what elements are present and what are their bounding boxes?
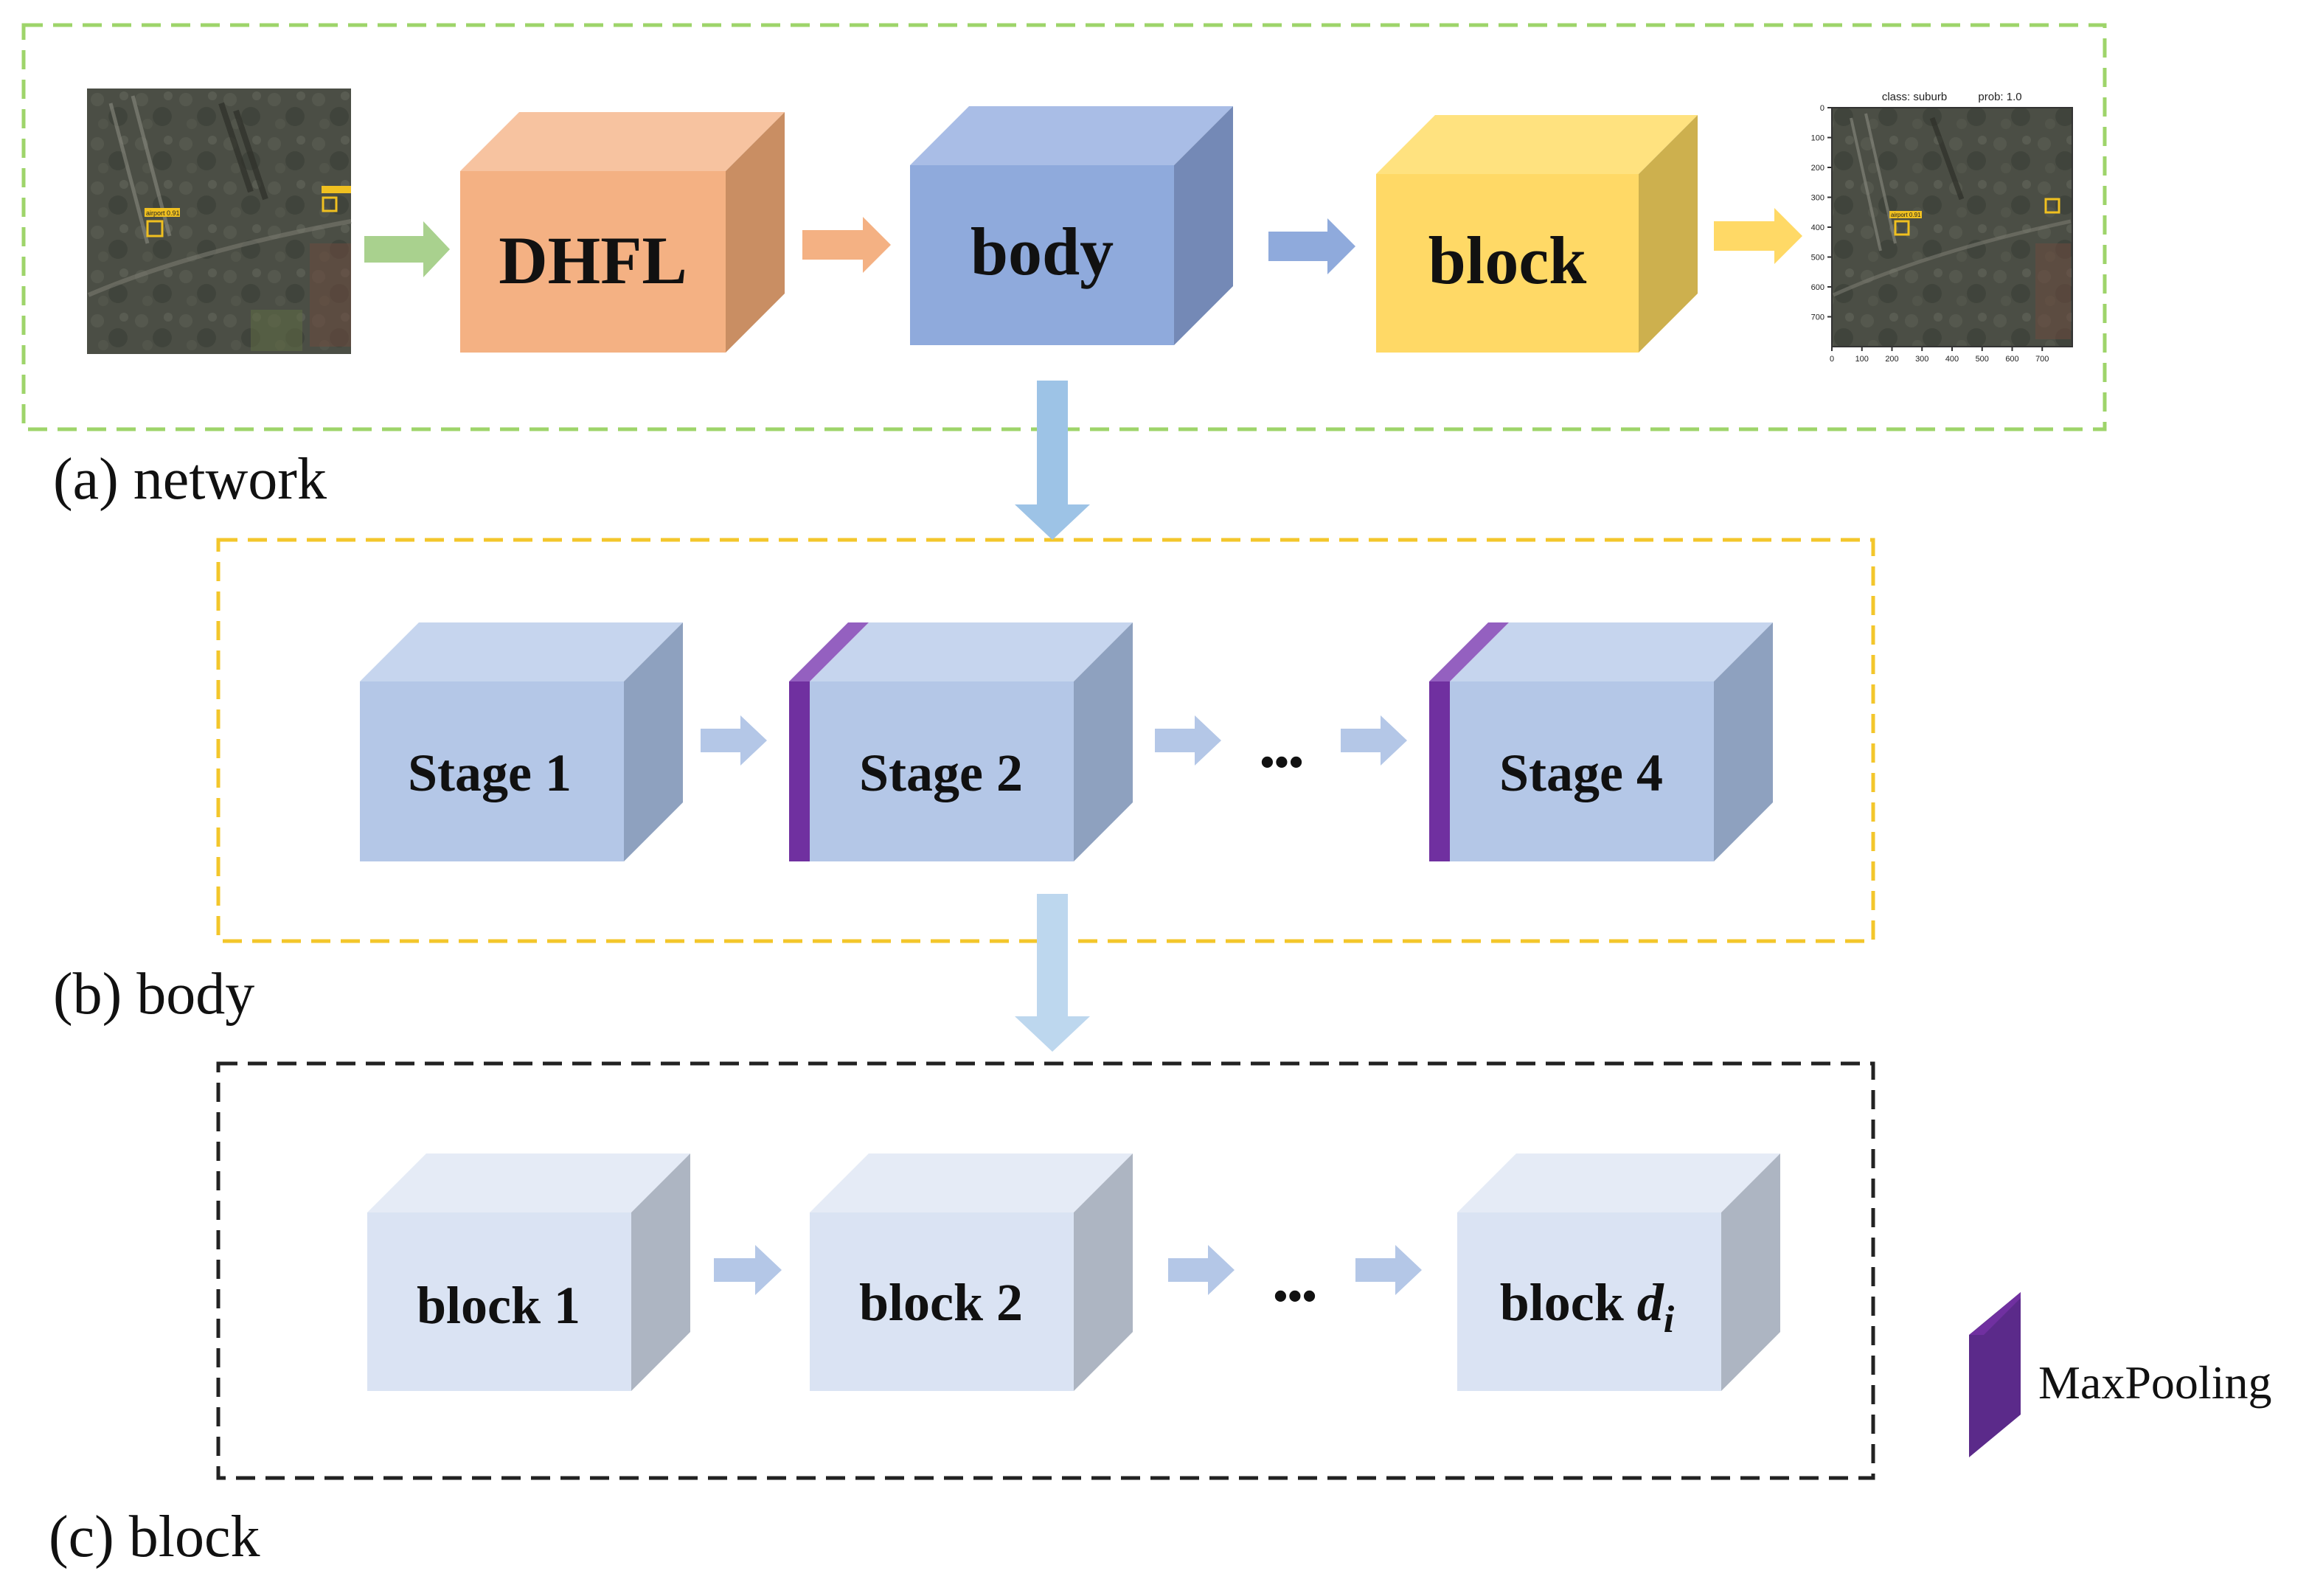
arrow-body-to-block [1268,218,1355,274]
plot-y-tick-label: 200 [1811,164,1824,173]
stage-1-label: Stage 1 [408,743,572,802]
network-panel-label: (a) network [53,447,327,512]
plot-y-tick-label: 400 [1811,223,1824,232]
plot-y-tick-label: 300 [1811,194,1824,203]
stage-2-label: Stage 2 [859,743,1023,802]
maxpool-legend-label: MaxPooling [2038,1356,2271,1409]
output-plot-class: class: suburb [1882,91,1947,103]
output-plot-prob: prob: 1.0 [1978,91,2021,103]
dhfl-label: DHFL [499,223,687,298]
input-detection-tag: airport 0.91 [146,209,180,217]
legend: MaxPooling [1969,1292,2271,1457]
arrow-ellipsis-to-block-di [1355,1245,1422,1295]
arrow-block1-to-block2 [714,1245,782,1295]
block-panel-label: (c) block [49,1505,260,1569]
arrow-body-to-block-panel [1015,894,1090,1052]
block-panel-border [216,1061,1875,1480]
arrow-stage2-to-ellipsis [1155,715,1221,766]
block-di-box: block di [1457,1153,1780,1391]
block-2-label: block 2 [859,1273,1023,1332]
plot-x-tick-label: 700 [2035,355,2049,364]
plot-x-tick-label: 400 [1945,355,1959,364]
plot-x-tick-label: 0 [1830,355,1834,364]
stage-4-maxpool-slab [1429,681,1450,861]
dhfl-box: DHFL [460,112,785,353]
plot-x-tick-label: 500 [1976,355,1989,364]
stage-4-label: Stage 4 [1499,743,1663,802]
output-plot: class: suburb prob: 1.0 airport 0.91 0 10… [1811,91,2073,364]
plot-y-tick-label: 500 [1811,254,1824,263]
output-plot-y-ticks: 0 100 200 300 400 500 600 700 [1811,104,1832,322]
plot-y-tick-label: 0 [1820,104,1824,113]
stage-2-box: Stage 2 [789,622,1133,861]
plot-x-tick-label: 300 [1915,355,1928,364]
plot-x-tick-label: 100 [1855,355,1869,364]
output-detection-tag: airport 0.91 [1891,212,1921,218]
output-plot-x-ticks: 0 100 200 300 400 500 600 700 [1830,347,2049,364]
arrow-block2-to-ellipsis [1168,1245,1235,1295]
block-ellipsis: ••• [1274,1274,1317,1319]
body-panel-border [216,538,1875,943]
body-label: body [971,214,1114,289]
plot-x-tick-label: 600 [2005,355,2018,364]
plot-y-tick-label: 700 [1811,313,1824,322]
stage-4-box: Stage 4 [1429,622,1773,861]
block-1-box: block 1 [367,1153,690,1391]
body-box: body [910,106,1233,345]
arrow-ellipsis-to-stage4 [1341,715,1407,766]
arrow-network-to-body-panel [1015,381,1090,540]
arrow-stage1-to-stage2 [701,715,767,766]
block-box: block [1376,115,1698,353]
plot-y-tick-label: 100 [1811,134,1824,143]
body-panel-label: (b) body [53,962,254,1027]
plot-y-tick-label: 600 [1811,283,1824,292]
block-1-label: block 1 [417,1276,580,1335]
block-di-label: block di [1500,1273,1675,1341]
stage-1-box: Stage 1 [360,622,683,861]
arrow-block-to-output [1714,208,1802,264]
arrow-dhfl-to-body [802,217,891,273]
body-ellipsis: ••• [1260,740,1304,785]
arrow-input-to-dhfl [364,221,450,277]
stage-2-maxpool-slab [789,681,810,861]
plot-x-tick-label: 200 [1885,355,1898,364]
block-2-box: block 2 [810,1153,1133,1391]
block-label: block [1428,223,1588,298]
input-satellite-image: airport 0.91 [87,89,352,354]
